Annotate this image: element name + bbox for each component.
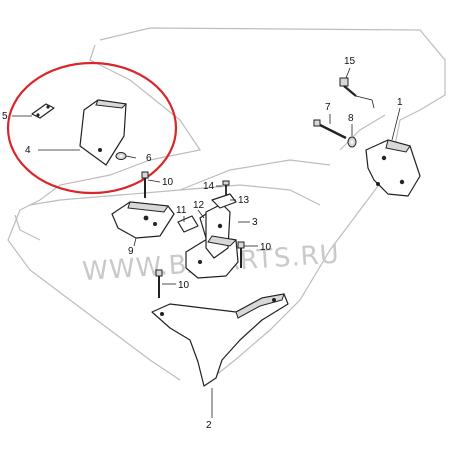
part-bolt-10-lower: [155, 269, 163, 298]
callout-9: 9: [128, 246, 134, 257]
highlight-circle: [6, 61, 178, 195]
callout-labels: 1 2 3 4 5 6 7 8 9 10 10 10 11 12 13 14 1…: [2, 56, 403, 431]
callout-13: 13: [238, 195, 250, 206]
callout-15: 15: [344, 56, 356, 67]
part-bolt-7: [313, 119, 347, 140]
callout-11: 11: [176, 205, 187, 216]
part-cover-pad: [79, 99, 128, 166]
part-crossmember-2: [151, 293, 289, 387]
part-center-mount-3: [185, 203, 239, 279]
callout-4: 4: [25, 145, 31, 156]
callout-3: 3: [252, 217, 258, 228]
callout-8: 8: [348, 113, 354, 124]
leader-lines: [12, 67, 401, 418]
callout-10-lower: 10: [178, 280, 190, 291]
part-right-mount-bracket-1: [365, 139, 421, 197]
callout-6: 6: [146, 153, 152, 164]
part-bolt-10-right: [237, 241, 245, 268]
part-small-bracket: [31, 103, 55, 119]
callout-1: 1: [397, 97, 403, 108]
part-piece-11: [177, 215, 199, 233]
callout-2: 2: [206, 420, 212, 431]
part-bolt-10-top: [141, 171, 149, 198]
callout-12: 12: [193, 200, 205, 211]
callout-10-right: 10: [260, 242, 272, 253]
callout-5: 5: [2, 111, 8, 122]
callout-10-top: 10: [162, 177, 174, 188]
part-bolt-14: [222, 180, 230, 196]
callout-14: 14: [203, 181, 215, 192]
part-mount-bracket-9: [111, 201, 175, 239]
part-bracket-13: [211, 193, 237, 209]
part-bolt-15: [339, 77, 357, 97]
callout-7: 7: [325, 102, 331, 113]
part-washer-6: [115, 152, 127, 160]
part-washer-8: [347, 136, 357, 148]
